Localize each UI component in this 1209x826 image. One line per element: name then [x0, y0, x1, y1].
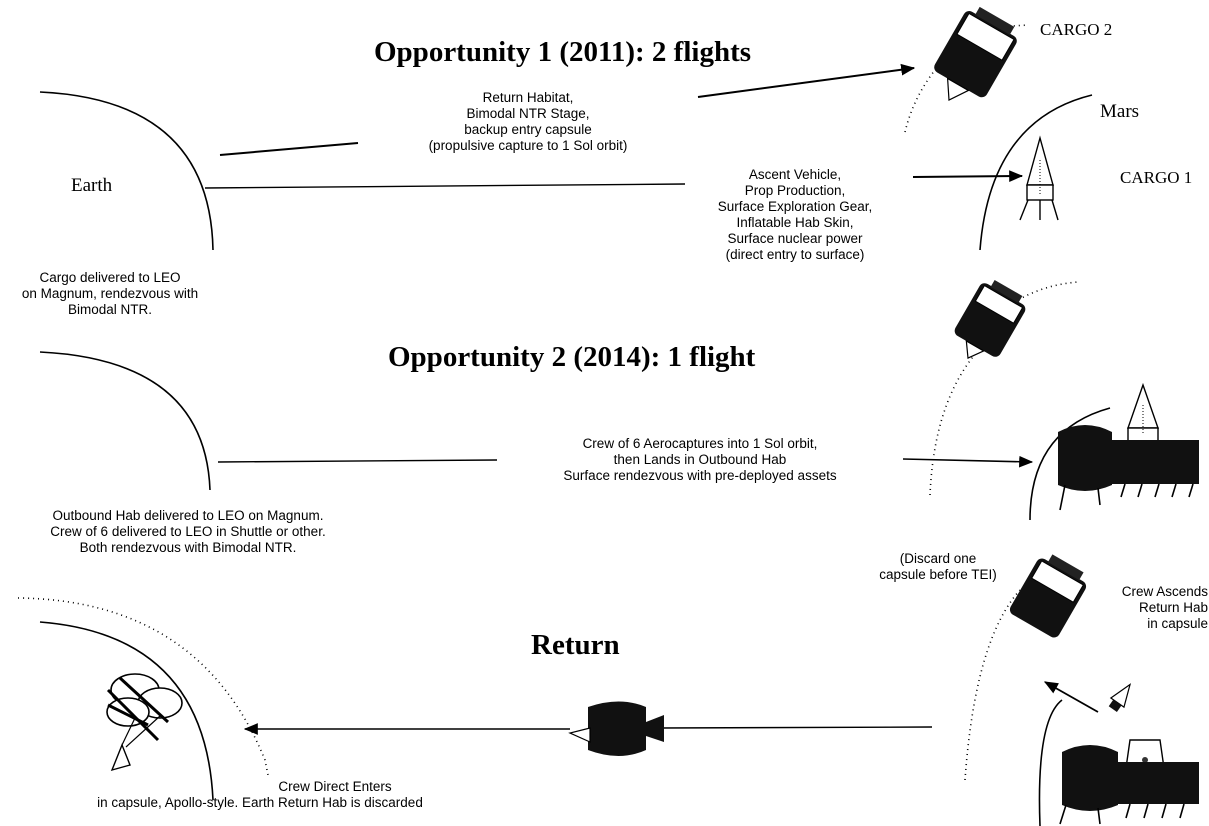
discard-capsule-line: capsule before TEI): [879, 567, 997, 582]
opp2-surface-habitat-icon: [1058, 425, 1199, 511]
mars-label: Mars: [1100, 101, 1140, 122]
cargo-2-payload-line: backup entry capsule: [464, 122, 592, 137]
cargo-2-payload-line: (propulsive capture to 1 Sol orbit): [428, 138, 628, 153]
cargo-2-payload-line: Bimodal NTR Stage,: [466, 106, 590, 121]
earth-arc-2: [39, 351, 211, 491]
cargo-1-payload-note: Ascent Vehicle, Prop Production, Surface…: [675, 167, 915, 263]
ascending-capsule-icon: [1108, 683, 1132, 712]
crew-transit-line: Surface rendezvous with pre-deployed ass…: [563, 468, 837, 483]
crew-ascends-line: Crew Ascends: [1121, 584, 1208, 599]
cargo1-ascent-vehicle-icon: [1019, 135, 1059, 221]
direct-entry-line: Crew Direct Enters: [278, 779, 392, 794]
mars-orbit-dots-return: [964, 589, 1021, 781]
opportunity-1-earth-line: Cargo delivered to LEO: [39, 270, 181, 285]
cargo-2-payload-note: Return Habitat, Bimodal NTR Stage, backu…: [368, 90, 688, 154]
cargo-1-payload-line: (direct entry to surface): [725, 247, 865, 262]
direct-entry-note: Crew Direct Enters in capsule, Apollo-st…: [50, 779, 470, 811]
crew-transit-line: Crew of 6 Aerocaptures into 1 Sol orbit,: [582, 436, 818, 451]
mars-arc-2: [1029, 407, 1111, 521]
cargo-1-payload-line: Inflatable Hab Skin,: [736, 215, 854, 230]
heading-opportunity-2: Opportunity 2 (2014): 1 flight: [388, 341, 756, 373]
parachute-capsule-icon: [106, 673, 183, 772]
mars-arc-return: [1038, 699, 1063, 826]
mars-arc-1: [979, 94, 1093, 251]
return-surface-habitat-icon: [1059, 745, 1199, 825]
discard-capsule-line: (Discard one: [899, 551, 977, 566]
opportunity-1-earth-line: on Magnum, rendezvous with: [21, 286, 199, 301]
opp2-orbiting-capsule-icon: [954, 279, 1026, 359]
return-orbiting-capsule-icon: [1009, 554, 1087, 638]
crew-ascends-line: Return Hab: [1138, 600, 1208, 615]
opportunity-2-earth-note: Outbound Hab delivered to LEO on Magnum.…: [2, 508, 374, 556]
cargo-1-payload-line: Ascent Vehicle,: [748, 167, 842, 182]
transit-arrow-cargo2: [697, 63, 916, 98]
direct-entry-line: in capsule, Apollo-style. Earth Return H…: [97, 795, 423, 810]
earth-arc-return: [39, 621, 214, 801]
discard-capsule-note: (Discard one capsule before TEI): [858, 551, 1018, 583]
transit-line-cargo1-a: [204, 183, 686, 189]
cargo-1-payload-line: Prop Production,: [744, 183, 846, 198]
transit-arrow-crew: [902, 455, 1034, 468]
ascent-to-orbit-arrow: [1043, 681, 1099, 713]
opportunity-1-earth-line: Bimodal NTR.: [67, 302, 153, 317]
cargo-2-payload-line: Return Habitat,: [482, 90, 574, 105]
crew-transit-line: then Lands in Outbound Hab: [613, 452, 787, 467]
transit-line-cargo2-a: [219, 142, 359, 156]
cargo-2-label: CARGO 2: [1040, 20, 1113, 39]
heading-opportunity-1: Opportunity 1 (2011): 2 flights: [374, 36, 752, 68]
opportunity-2-earth-line: Outbound Hab delivered to LEO on Magnum.: [52, 508, 324, 523]
cargo-1-payload-line: Surface Exploration Gear,: [717, 199, 873, 214]
cargo-1-payload-line: Surface nuclear power: [727, 231, 863, 246]
crew-ascends-line: in capsule: [1147, 616, 1208, 631]
return-transit-arrow-a: [659, 726, 933, 729]
cargo-1-label: CARGO 1: [1120, 168, 1193, 187]
earth-arc-1: [39, 91, 214, 251]
opportunity-2-earth-line: Crew of 6 delivered to LEO in Shuttle or…: [50, 524, 326, 539]
crew-ascends-note: Crew Ascends Return Hab in capsule: [1083, 584, 1208, 632]
return-hab-capsule-icon: [568, 701, 664, 756]
transit-line-crew-a: [217, 459, 498, 463]
opportunity-1-earth-note: Cargo delivered to LEO on Magnum, rendez…: [0, 270, 220, 318]
heading-return: Return: [531, 629, 620, 661]
crew-transit-note: Crew of 6 Aerocaptures into 1 Sol orbit,…: [495, 436, 905, 484]
earth-label: Earth: [71, 175, 113, 196]
opportunity-2-earth-line: Both rendezvous with Bimodal NTR.: [79, 540, 297, 555]
cargo2-hab-icon: [934, 6, 1017, 101]
transit-arrow-cargo1: [912, 170, 1024, 182]
